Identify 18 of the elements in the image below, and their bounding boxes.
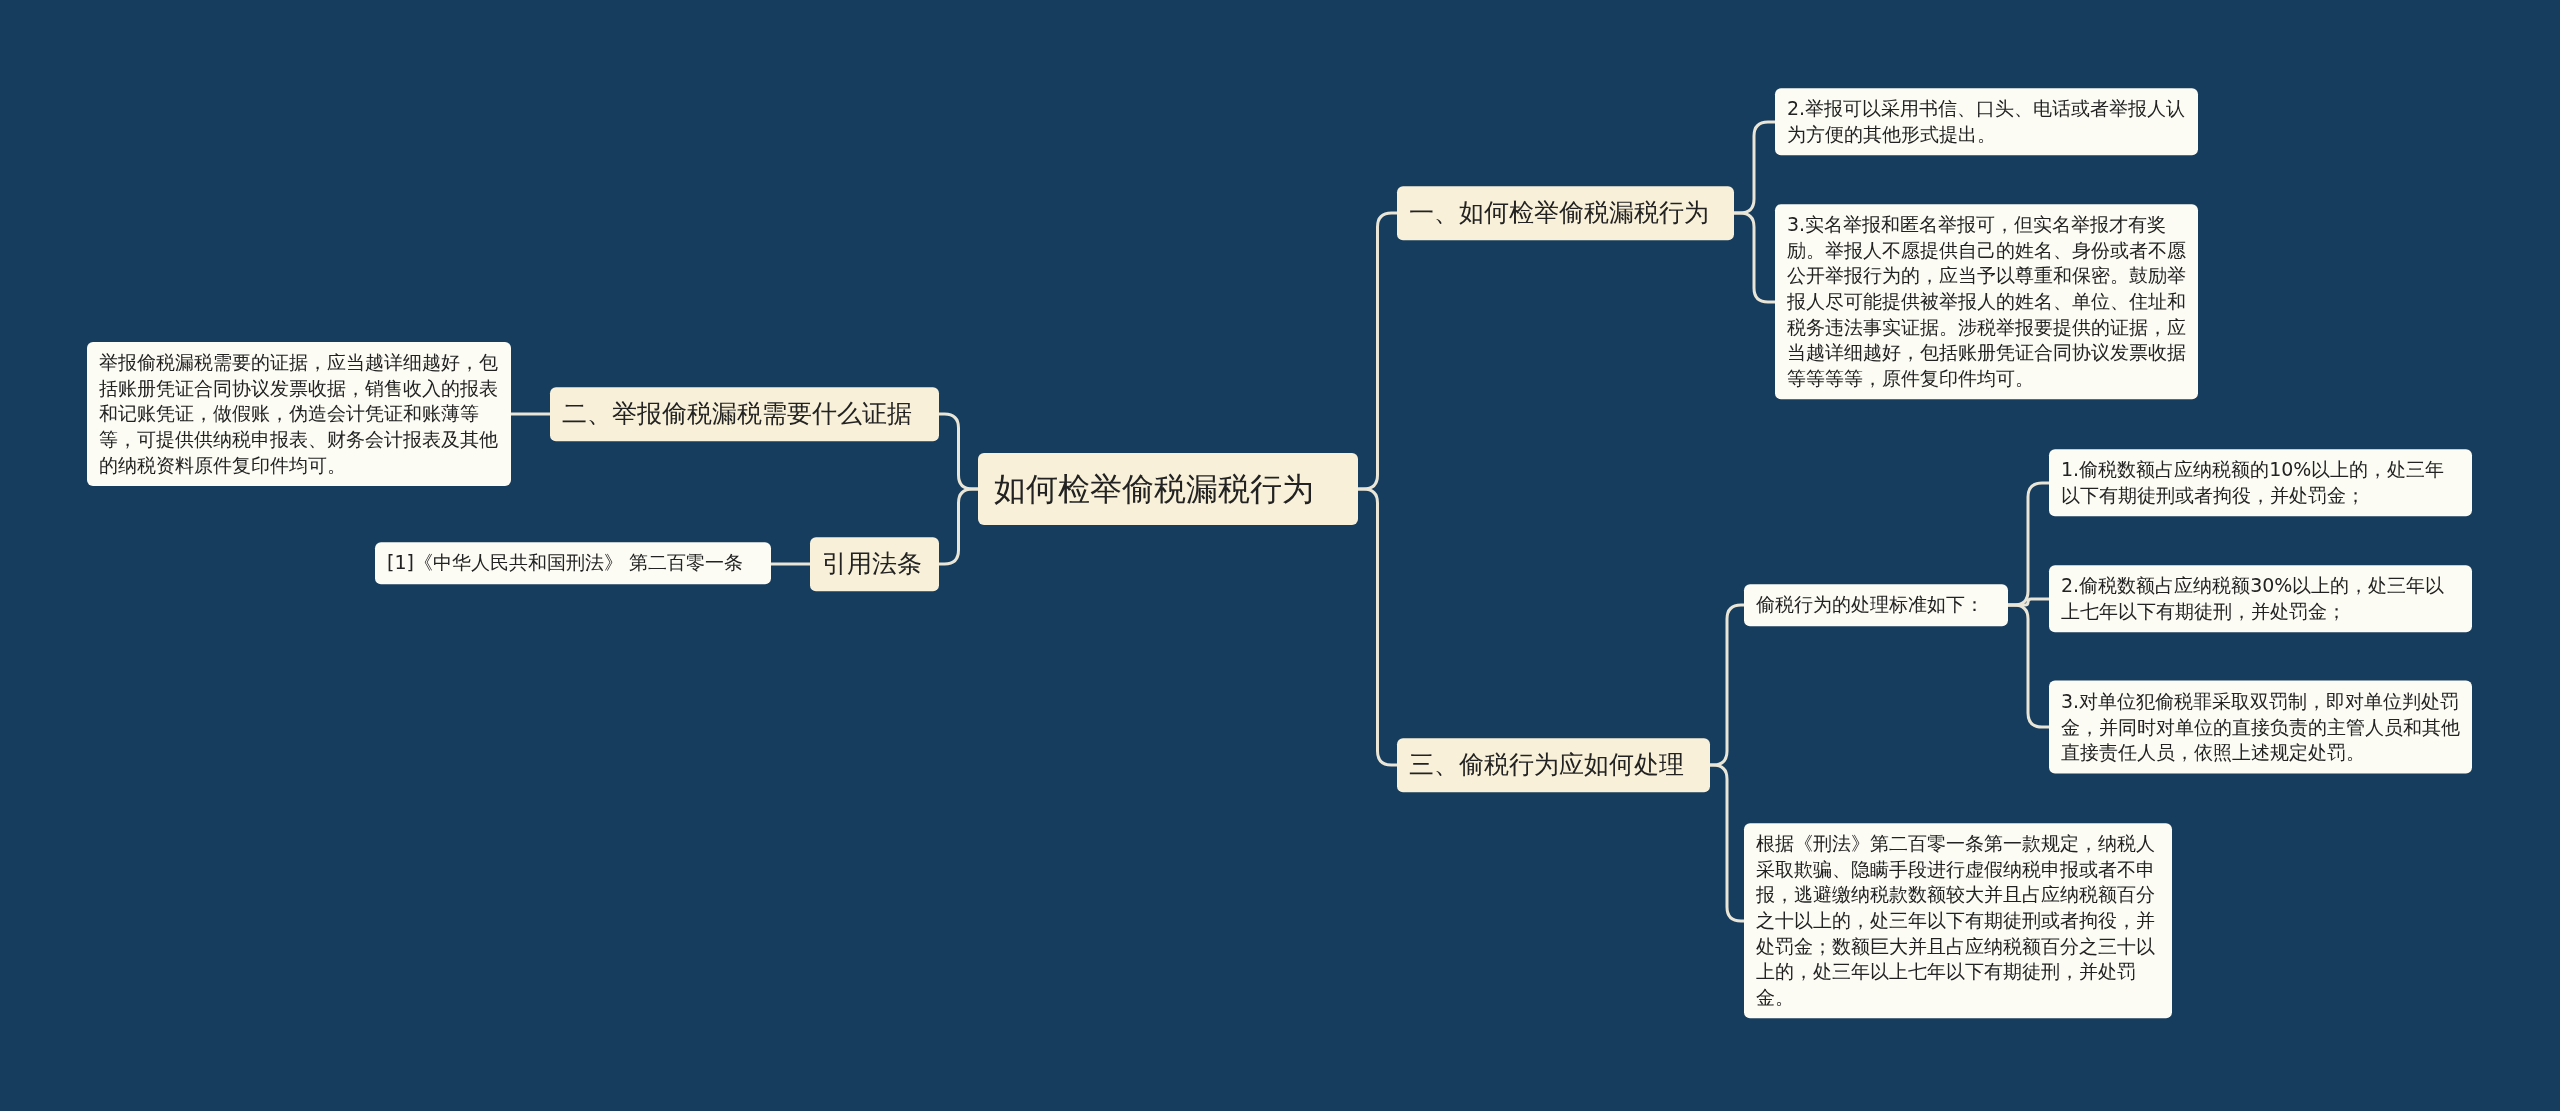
central-topic: 如何检举偷税漏税行为 [978,453,1358,525]
branch-topic: 引用法条 [810,537,939,591]
leaf-note: [1]《中华人民共和国刑法》 第二百零一条 [375,542,771,584]
connector-line [1734,211,1775,304]
leaf-note: 3.实名举报和匿名举报可，但实名举报才有奖励。举报人不愿提供自己的姓名、身份或者不愿公开举报行为的，应当予以尊重和保密。鼓励举报人尽可能提供被举报人的姓名、单位、住址和税务违法事实证据。涉税举报要提供的证据，应当越详细越好，包括账册凭证合同协议发票收据等等等等，原件复印件均可。 [1775,204,2198,400]
branch-topic: 三、偷税行为应如何处理 [1397,738,1710,792]
leaf-note: 根据《刑法》第二百零一条第一款规定，纳税人采取欺骗、隐瞒手段进行虚假纳税申报或者不申报，逃避缴纳税款数额较大并且占应纳税额百分之十以上的，处三年以下有期徒刑或者拘役，并处罚金；数额巨大并且占应纳税额百分之三十以上的，处三年以上七年以下有期徒刑，并处罚金。 [1744,823,2172,1019]
leaf-note: 2.举报可以采用书信、口头、电话或者举报人认为方便的其他形式提出。 [1775,88,2198,156]
connector-line [511,412,550,416]
branch-topic: 一、如何检举偷税漏税行为 [1397,186,1734,240]
leaf-note: 举报偷税漏税需要的证据，应当越详细越好，包括账册凭证合同协议发票收据，销售收入的报表和记账凭证，做假账，伪造会计凭证和账薄等等，可提供供纳税申报表、财务会计报表及其他的纳税资料原件复印件均可。 [87,341,511,487]
branch-topic: 二、举报偷税漏税需要什么证据 [550,387,939,441]
leaf-note: 3.对单位犯偷税罪采取双罚制，即对单位判处罚金，并同时对单位的直接负责的主管人员和其他直接责任人员，依照上述规定处罚。 [2049,680,2472,774]
leaf-note: 2.偷税数额占应纳税额30%以上的，处三年以上七年以下有期徒刑，并处罚金； [2049,565,2472,633]
leaf-note: 偷税行为的处理标准如下： [1744,584,2008,626]
connector-line [771,562,810,566]
leaf-note: 1.偷税数额占应纳税额的10%以上的，处三年以下有期徒刑或者拘役，并处罚金； [2049,449,2472,517]
connector-line [2008,603,2049,729]
